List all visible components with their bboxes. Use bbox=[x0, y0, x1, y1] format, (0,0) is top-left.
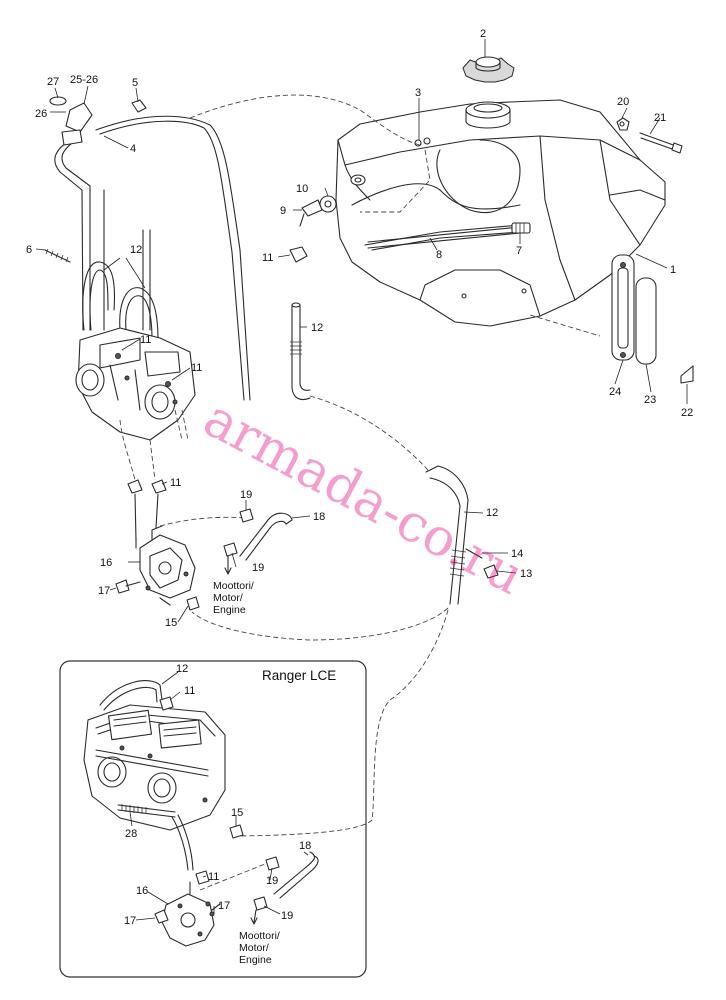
callout-15a: 15 bbox=[165, 617, 177, 629]
callout-12b: 12 bbox=[311, 322, 323, 334]
callout-6: 6 bbox=[26, 244, 32, 256]
callout-4: 4 bbox=[130, 143, 136, 155]
callout-26: 26 bbox=[35, 108, 47, 120]
callout-2: 2 bbox=[480, 28, 486, 40]
callout-20: 20 bbox=[617, 96, 629, 108]
callout-1: 1 bbox=[670, 264, 676, 276]
callout-17b: 17 bbox=[218, 900, 230, 912]
callout-15b: 15 bbox=[231, 807, 243, 819]
tank-pads-icon bbox=[611, 254, 657, 365]
callout-19d: 19 bbox=[281, 910, 293, 922]
callout-11a: 11 bbox=[262, 252, 273, 264]
hose-12-icon bbox=[290, 302, 311, 401]
inset-fuel-pump-icon bbox=[161, 881, 221, 947]
fuel-pump-icon bbox=[135, 525, 196, 606]
callout-11d: 11 bbox=[170, 477, 181, 489]
callout-19a: 19 bbox=[240, 489, 252, 501]
callout-7: 7 bbox=[516, 245, 522, 257]
callout-24: 24 bbox=[609, 386, 621, 398]
callout-21: 21 bbox=[654, 112, 666, 124]
callout-11c: 11 bbox=[191, 362, 202, 374]
callout-10: 10 bbox=[296, 183, 308, 195]
callout-12c: 12 bbox=[486, 507, 498, 519]
callout-14: 14 bbox=[511, 548, 523, 560]
tag-22-icon bbox=[680, 365, 694, 384]
fitting-7-icon bbox=[511, 222, 531, 234]
engine-label-inset-line3: Engine bbox=[239, 954, 272, 966]
callout-16b: 16 bbox=[136, 885, 148, 897]
engine-label-main: Moottori/ Motor/ Engine bbox=[213, 580, 254, 616]
callout-12d: 12 bbox=[176, 663, 188, 675]
inset-hose-18-icon bbox=[250, 851, 319, 925]
carburetor-icon bbox=[44, 96, 251, 481]
tank-cap-icon bbox=[462, 56, 515, 83]
bolt-21-icon bbox=[616, 117, 683, 154]
callout-3: 3 bbox=[415, 87, 421, 99]
inset-title: Ranger LCE bbox=[262, 668, 336, 683]
callout-11e: 11 bbox=[184, 685, 195, 697]
callout-11f: 11 bbox=[208, 871, 219, 883]
engine-carburetor-icon bbox=[83, 680, 226, 871]
engine-label-line2: Motor/ bbox=[213, 592, 243, 604]
callout-13: 13 bbox=[520, 568, 532, 580]
callout-9: 9 bbox=[280, 205, 286, 217]
callout-25-26: 25-26 bbox=[70, 74, 98, 86]
engine-label-line1: Moottori/ bbox=[213, 580, 254, 592]
callout-19c: 19 bbox=[266, 875, 278, 887]
fitting-9-10-icon bbox=[299, 195, 337, 227]
engine-label-inset: Moottori/ Motor/ Engine bbox=[239, 930, 280, 966]
engine-label-inset-line2: Motor/ bbox=[239, 942, 269, 954]
callout-28: 28 bbox=[125, 828, 137, 840]
callouts: 2 27 25-26 5 3 20 26 21 4 10 9 7 8 6 12 … bbox=[26, 28, 693, 927]
hose-18-icon bbox=[223, 508, 293, 575]
callout-19b: 19 bbox=[252, 562, 264, 574]
callout-5: 5 bbox=[132, 77, 138, 89]
engine-label-line3: Engine bbox=[213, 604, 246, 616]
callout-12a: 12 bbox=[130, 244, 142, 256]
inset-frame bbox=[59, 660, 367, 978]
callout-11b: 11 bbox=[140, 334, 151, 346]
callout-16a: 16 bbox=[100, 557, 112, 569]
hose-12-right-icon bbox=[425, 465, 469, 605]
callout-27: 27 bbox=[47, 76, 59, 88]
callout-18a: 18 bbox=[313, 511, 325, 523]
callout-8: 8 bbox=[436, 249, 442, 261]
callout-17c: 17 bbox=[124, 915, 136, 927]
callout-23: 23 bbox=[644, 394, 656, 406]
callout-18b: 18 bbox=[299, 840, 311, 852]
callout-22: 22 bbox=[681, 407, 693, 419]
engine-label-inset-line1: Moottori/ bbox=[239, 930, 280, 942]
leader-lines bbox=[35, 39, 688, 921]
callout-17a: 17 bbox=[98, 585, 110, 597]
